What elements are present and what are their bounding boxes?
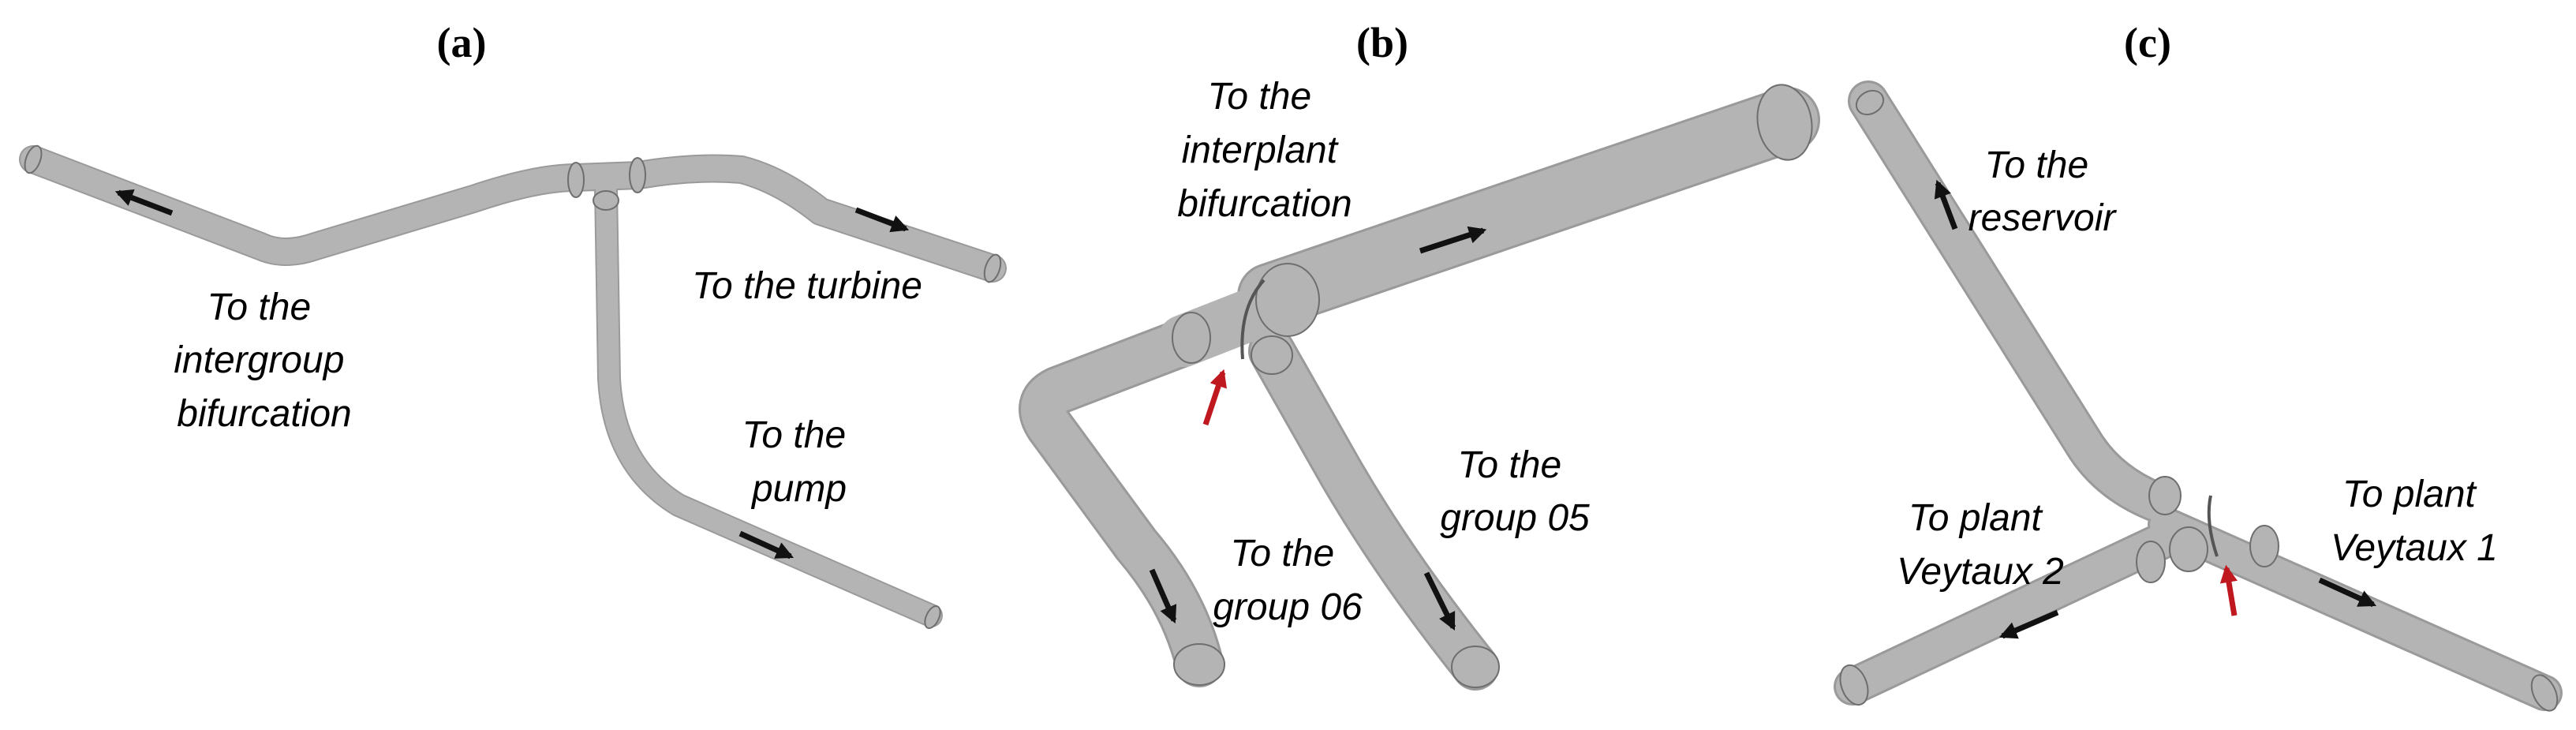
panel-b-labels: To the interplant bifurcation To the gro… [1177, 76, 1590, 628]
pipe-end-reservoir [1855, 89, 1885, 116]
panel-b-flow-arrows [1149, 226, 1487, 631]
junction-seam-b [1240, 279, 1266, 360]
panel-a-labels: To the intergroup bifurcation To the tur… [174, 265, 922, 510]
measurement-arrow-c [2219, 564, 2238, 616]
panel-c: (c) To the reservoir [1834, 19, 2563, 712]
panel-b-pipes [1019, 84, 1820, 691]
junction-ring-c4 [2136, 541, 2166, 583]
panel-b: (b) To the interplant [1019, 19, 1820, 691]
flow-arrow-group05 [1423, 571, 1456, 631]
panel-c-labels: To the reservoir To plant Veytaux 2 To p… [1897, 144, 2498, 593]
junction-ring-2 [629, 157, 646, 193]
pipe-end-pump [924, 605, 941, 630]
junction-ring-c3 [2169, 526, 2208, 572]
flow-arrow-veytaux1 [2318, 577, 2377, 608]
pipe-end-left [24, 144, 43, 174]
junction-ring-b2 [1255, 263, 1320, 337]
flow-arrow-reservoir [1934, 179, 1958, 230]
junction-ring-b3 [1251, 335, 1293, 375]
label-veytaux1: To plant Veytaux 1 [2331, 474, 2498, 569]
junction-ring-b1 [1172, 312, 1211, 364]
panel-a-title: (a) [437, 19, 487, 66]
panel-b-title: (b) [1356, 19, 1408, 66]
label-veytaux2: To plant Veytaux 2 [1897, 497, 2064, 593]
label-group06: To the group 06 [1213, 533, 1363, 628]
panel-a-flow-arrows [114, 189, 910, 560]
panel-a-pipes [19, 144, 1007, 630]
panel-a: (a) To the intergroup bifurcation [19, 19, 1007, 630]
panel-c-pipes [1834, 80, 2563, 712]
label-turbine: To the turbine [692, 265, 922, 307]
junction-ring-1 [567, 162, 585, 198]
panel-c-title: (c) [2124, 19, 2171, 66]
flow-arrow-intergroup [114, 189, 174, 216]
junction-ring-c2 [2249, 525, 2279, 567]
junction-ring-3 [593, 190, 619, 211]
label-interplant: To the interplant bifurcation [1177, 76, 1352, 225]
label-pump: To the pump [742, 414, 856, 510]
junction-seam-c [2207, 495, 2219, 557]
flow-arrow-interplant [1419, 226, 1487, 254]
label-intergroup: To the intergroup bifurcation [174, 286, 354, 435]
pipe-end-veytaux1 [2530, 674, 2559, 712]
junction-ring-c1 [2148, 476, 2182, 515]
pipe-end-interplant-main [1756, 84, 1813, 161]
label-reservoir: To the reservoir [1968, 144, 2118, 239]
flow-arrow-veytaux2 [1998, 609, 2059, 639]
panel-c-flow-arrows [1934, 179, 2377, 639]
pipe-end-group05 [1451, 646, 1500, 688]
flow-arrow-group06 [1149, 568, 1177, 624]
label-group05: To the group 05 [1440, 444, 1590, 539]
pipe-end-turbine [983, 253, 1002, 283]
flow-arrow-turbine [854, 207, 910, 233]
flow-arrow-pump [738, 530, 794, 560]
measurement-arrow-b [1202, 369, 1227, 426]
pipe-end-veytaux2 [1839, 664, 1869, 706]
pipe-end-group06 [1173, 643, 1225, 686]
